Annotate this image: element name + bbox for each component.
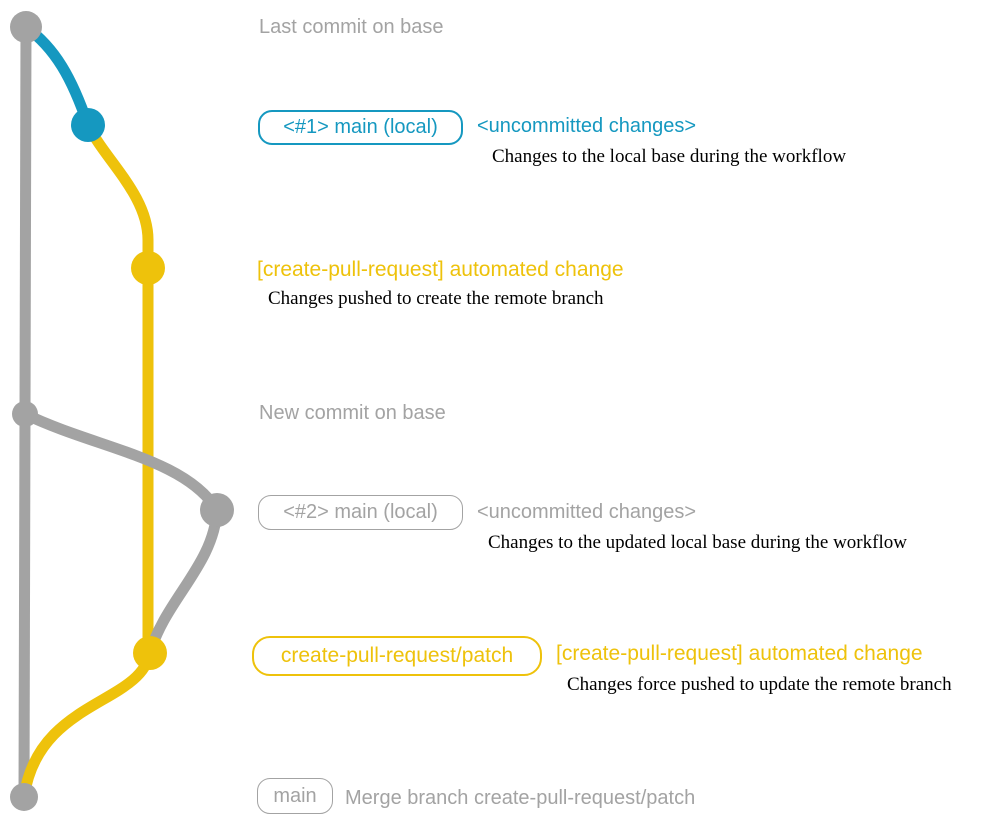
- status-uncommitted-changes-2: <uncommitted changes>: [477, 501, 697, 523]
- commit-dot-local-main-1: [71, 108, 105, 142]
- edge-local-main-to-patch-branch: [82, 119, 154, 659]
- branch-badge-create-pull-request-patch: create-pull-request/patch: [252, 636, 542, 676]
- edge-local-main-2-to-patch-update: [144, 504, 223, 659]
- description-local-base-changes-1: Changes to the local base during the wor…: [492, 146, 847, 167]
- annotation-new-commit-on-base: New commit on base: [259, 402, 446, 424]
- status-uncommitted-changes-1: <uncommitted changes>: [477, 115, 697, 137]
- branch-badge-main-label: main: [273, 784, 317, 807]
- branch-badge-main: main: [257, 778, 333, 814]
- annotation-merge-branch: Merge branch create-pull-request/patch: [345, 787, 696, 809]
- branch-badge-main-local-2-label: <#2> main (local): [283, 501, 438, 523]
- annotation-automated-change-2: [create-pull-request] automated change: [556, 642, 923, 665]
- annotation-last-commit-on-base: Last commit on base: [259, 16, 444, 38]
- branch-badge-main-local-1: <#1> main (local): [258, 110, 463, 145]
- branch-badge-create-pull-request-patch-label: create-pull-request/patch: [280, 644, 514, 667]
- branch-badge-main-local-2: <#2> main (local): [258, 495, 463, 530]
- description-pushed-create-remote-branch: Changes pushed to create the remote bran…: [268, 288, 604, 309]
- branch-badge-main-local-1-label: <#1> main (local): [283, 116, 438, 138]
- commit-dot-merge: [10, 783, 38, 811]
- description-force-pushed-update-remote-branch: Changes force pushed to update the remot…: [567, 674, 952, 695]
- description-updated-local-base-changes: Changes to the updated local base during…: [488, 532, 907, 553]
- edge-patch-branch-to-merge: [18, 647, 156, 803]
- commit-dot-patch-update: [133, 636, 167, 670]
- edge-new-base-to-local-main-2: [19, 408, 223, 516]
- edge-base-to-local-main-1: [20, 21, 94, 131]
- commit-dot-patch-create: [131, 251, 165, 285]
- commit-dot-last-base: [10, 11, 42, 43]
- annotation-automated-change-1: [create-pull-request] automated change: [257, 258, 624, 281]
- commit-dot-new-base: [12, 401, 38, 427]
- commit-dot-local-main-2: [200, 493, 234, 527]
